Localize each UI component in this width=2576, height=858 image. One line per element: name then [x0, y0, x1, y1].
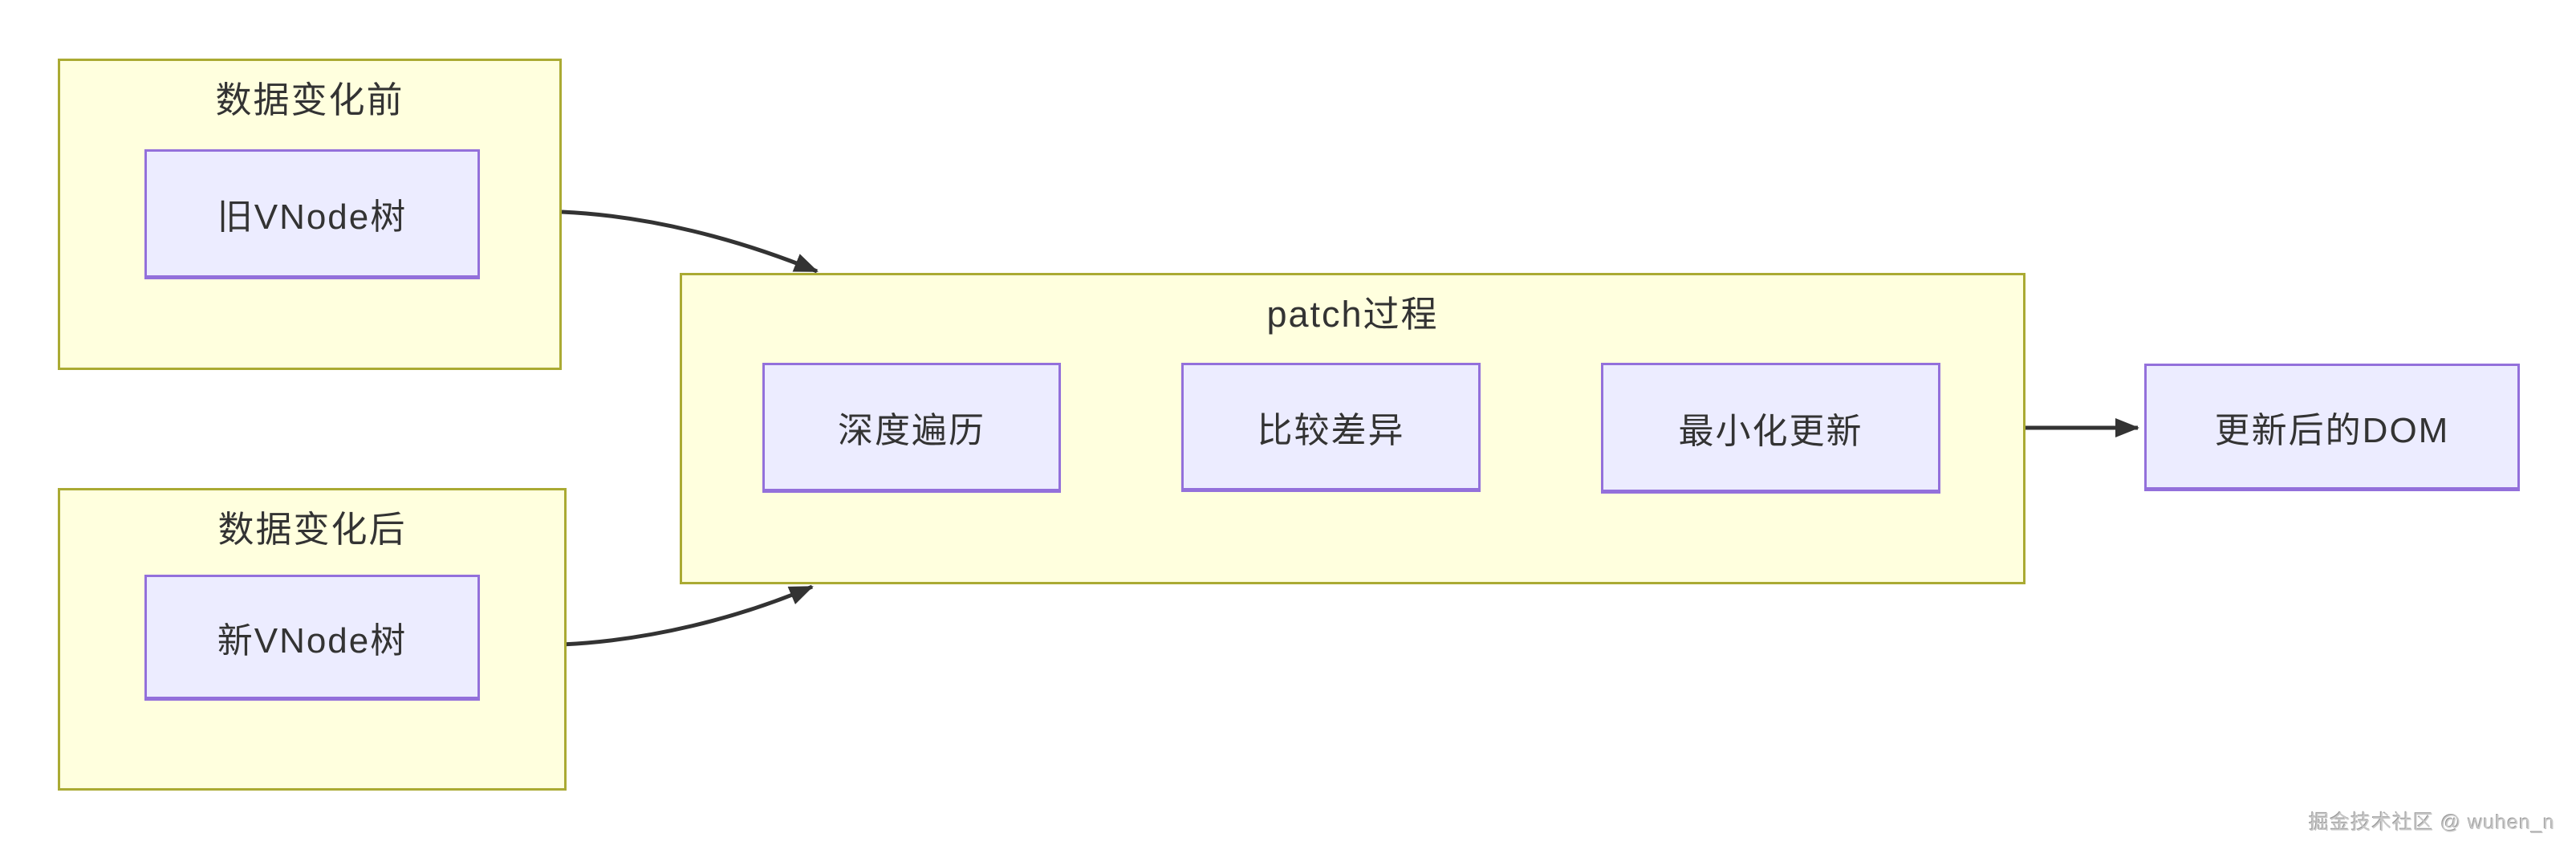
edge-before-to-patch [561, 209, 819, 274]
cluster-patch-title: patch过程 [1266, 294, 1439, 335]
edge-after-to-patch [561, 584, 814, 647]
node-new-vnode-tree: 新VNode树 [144, 575, 480, 701]
cluster-after-title: 数据变化后 [217, 509, 407, 550]
node-minimal-update: 最小化更新 [1601, 363, 1940, 494]
watermark-text: 掘金技术社区 @ wuhen_n [2309, 811, 2555, 834]
node-compare-differences: 比较差异 [1181, 363, 1481, 492]
node-depth-traversal: 深度遍历 [762, 363, 1061, 493]
node-old-vnode-tree: 旧VNode树 [144, 149, 480, 279]
node-updated-dom: 更新后的DOM [2144, 364, 2520, 491]
cluster-before-title: 数据变化前 [215, 79, 404, 120]
